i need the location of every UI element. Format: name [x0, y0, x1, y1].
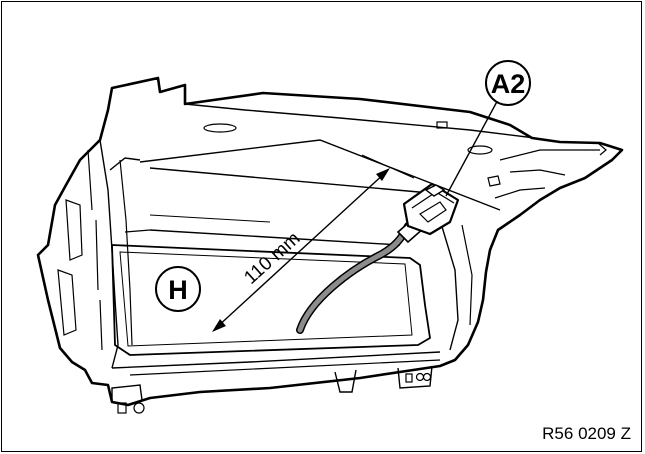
cable [297, 223, 411, 333]
right-side-panel [439, 219, 459, 351]
front-opening-inner [119, 251, 413, 347]
right-clip [487, 175, 501, 187]
bottom-hole-left [133, 402, 145, 414]
bottom-tab-right [397, 365, 433, 389]
left-bracket [65, 199, 83, 261]
dimension-line [215, 171, 387, 329]
right-wing-upper [499, 149, 600, 161]
top-oval-hole [203, 123, 237, 133]
a2-leader-line [445, 95, 501, 197]
bottom-hole-right-1 [415, 372, 425, 382]
top-right-hole [467, 145, 493, 155]
left-bracket-2 [57, 269, 77, 336]
left-inner-panel [119, 159, 133, 346]
figure-code: R56 0209 Z [542, 424, 631, 443]
bottom-rail-2 [129, 359, 441, 376]
bottom-tab-mid [334, 369, 357, 393]
dimension-arrow-bottom [212, 319, 226, 332]
mid-panel-line-1 [149, 214, 271, 223]
rear-edge-line [139, 139, 501, 211]
bottom-slot-left [117, 402, 127, 414]
bottom-slot-right [405, 373, 413, 383]
mid-panel-line-3 [124, 229, 151, 233]
right-end-tip [597, 142, 607, 156]
left-rib [87, 149, 103, 351]
right-wing-lower [494, 187, 546, 199]
top-clip [436, 121, 448, 129]
inner-top-line [109, 157, 141, 171]
upper-lip-line [149, 167, 431, 194]
dimension-arrow-top [376, 168, 390, 181]
callout-h-label: H [168, 275, 188, 305]
callout-a2-circle [485, 60, 531, 106]
callout-h-circle [155, 266, 201, 312]
right-side-inner [461, 224, 473, 326]
right-wing-mid [509, 169, 566, 176]
bottom-hole-right-2 [422, 372, 432, 382]
dimension-extension [361, 154, 415, 179]
callout-a2-label: A2 [491, 69, 526, 99]
front-opening [111, 244, 431, 356]
connector-a2 [402, 182, 460, 236]
bottom-tab-left [111, 384, 143, 402]
top-surface-line [184, 103, 536, 139]
mid-panel-line-2 [149, 229, 401, 246]
bottom-rail [111, 351, 441, 369]
